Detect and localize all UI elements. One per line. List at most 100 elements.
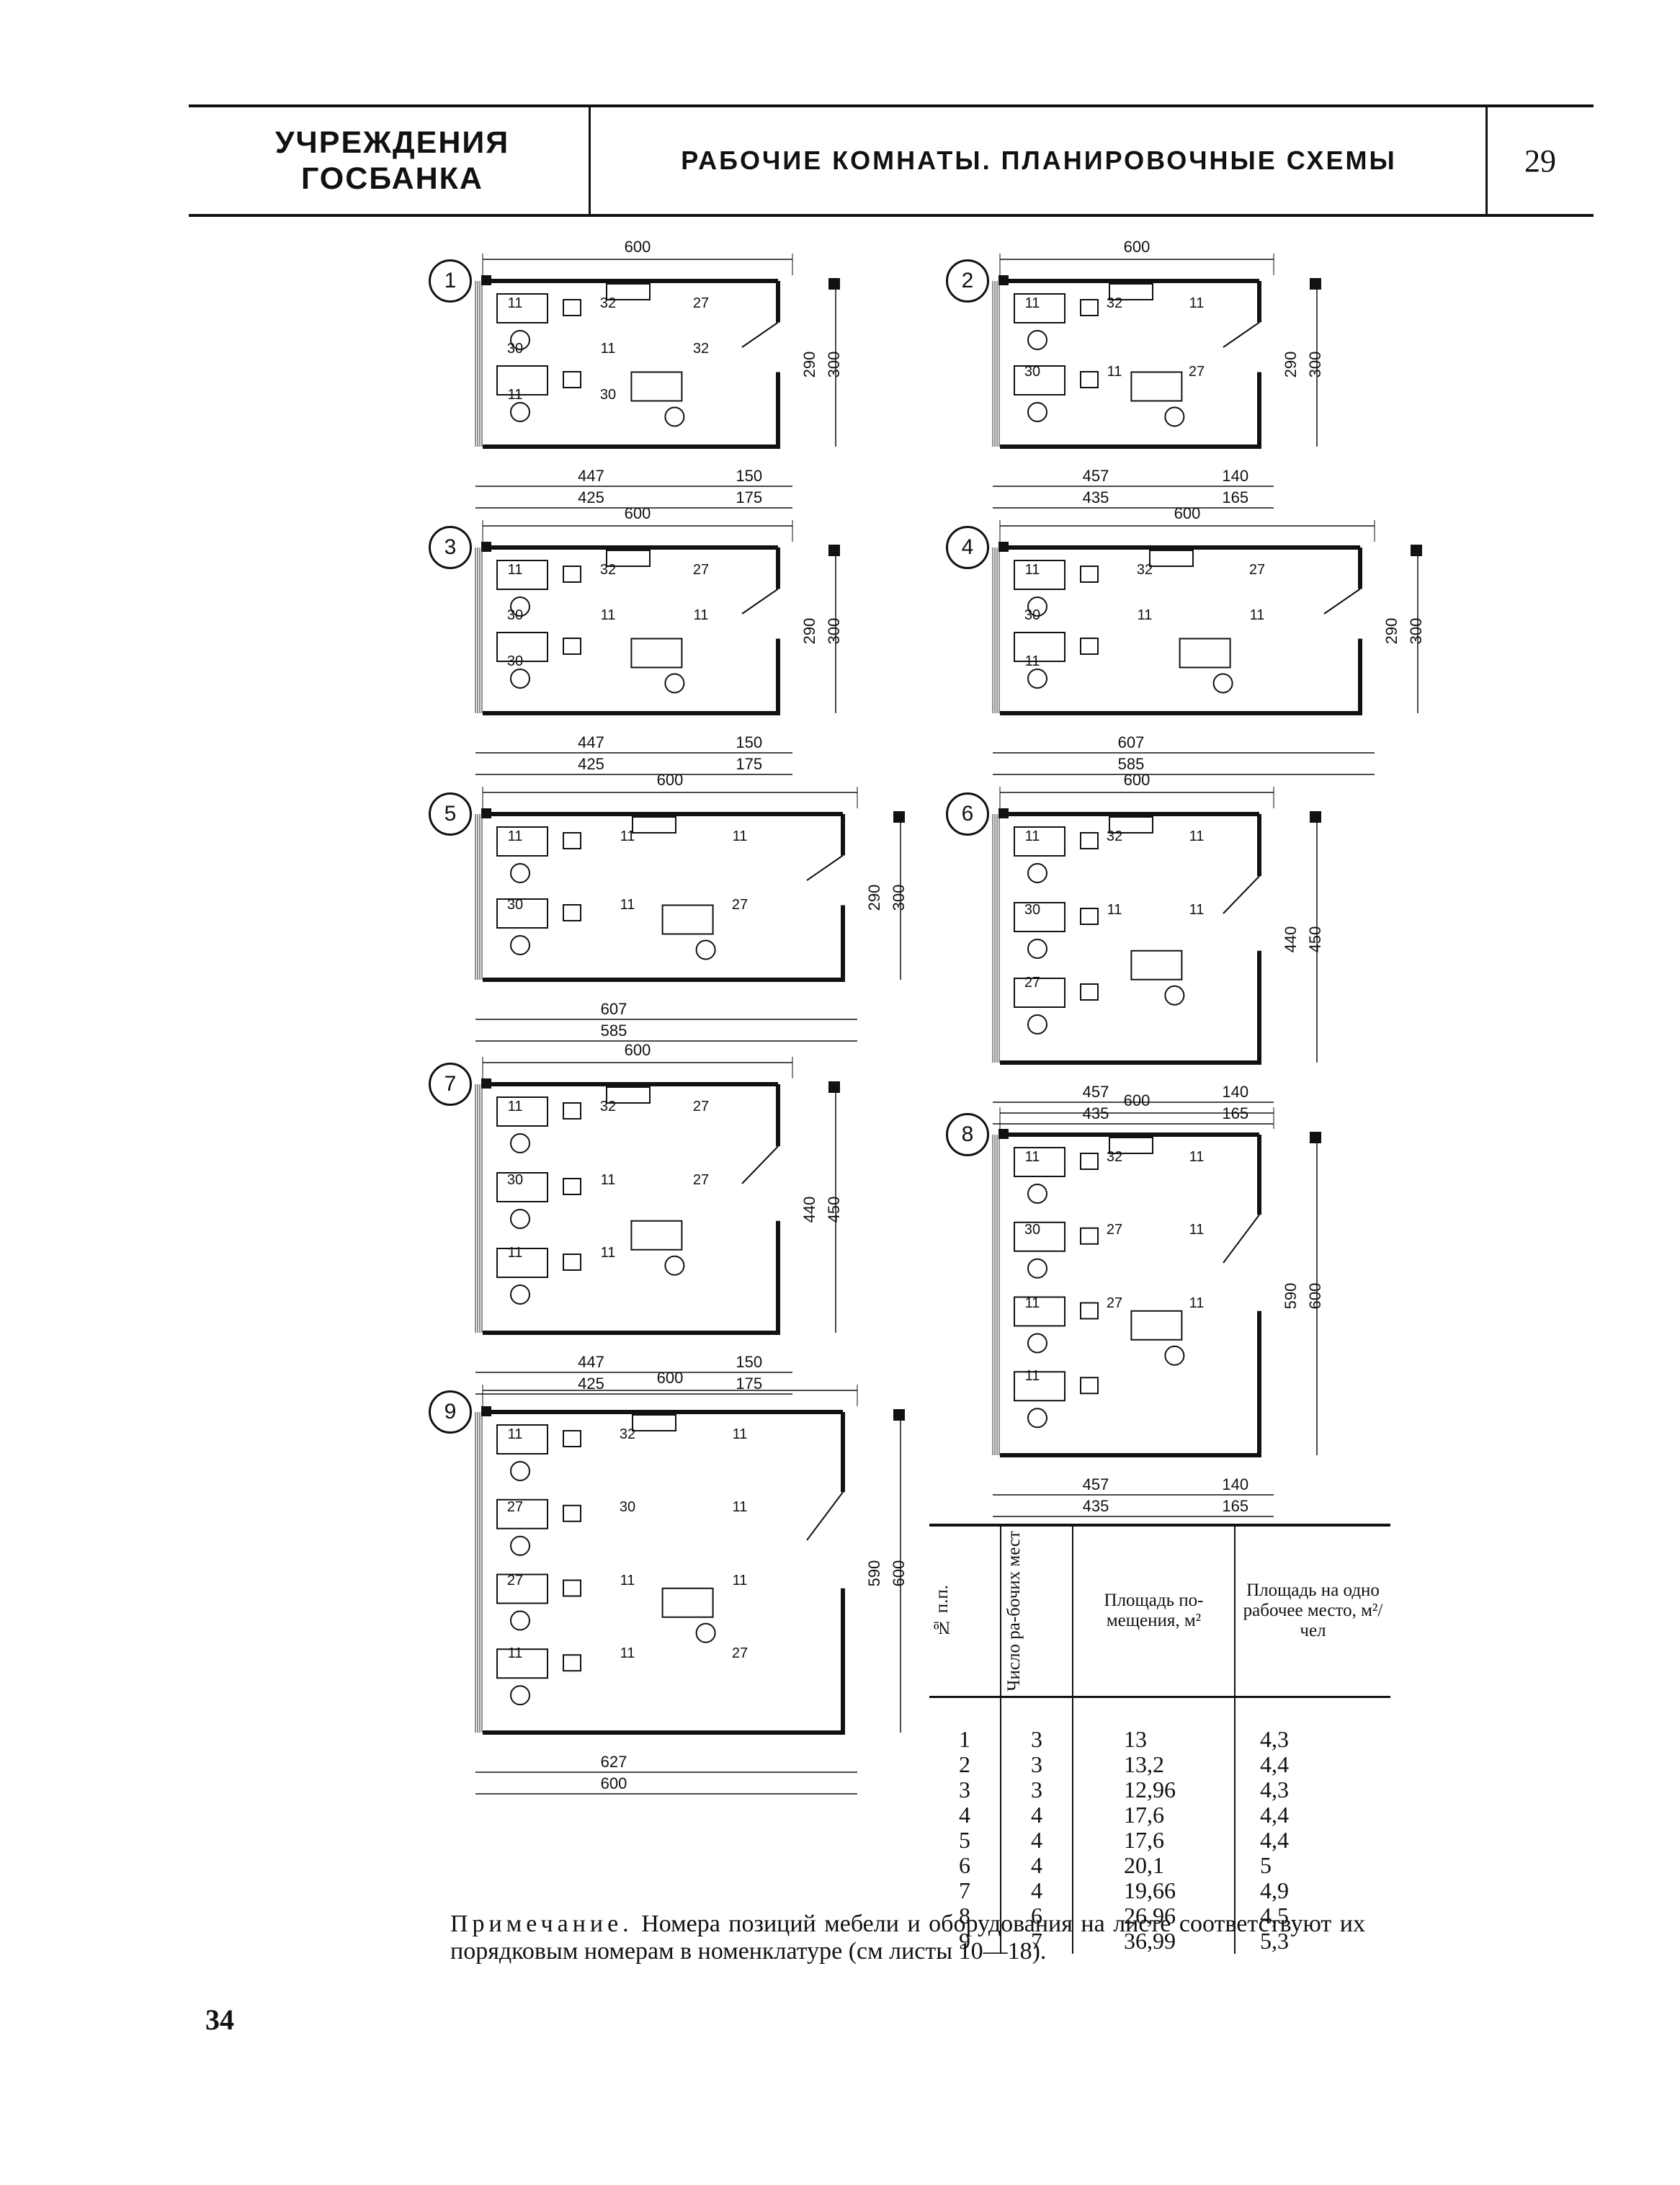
plan-number: 7 — [429, 1063, 472, 1106]
furniture-label: 27 — [1024, 975, 1041, 991]
furniture-label: 27 — [1188, 364, 1205, 380]
furniture-label: 27 — [1106, 1222, 1123, 1238]
furniture-label: 30 — [1024, 901, 1041, 918]
furniture-label: 30 — [506, 653, 524, 669]
furniture-label: 32 — [619, 1426, 636, 1442]
dimension-right-2: 165 — [1222, 488, 1249, 506]
plan-number: 1 — [429, 259, 472, 303]
furniture-label: 27 — [731, 897, 749, 913]
row-area: 12,96 — [1072, 1777, 1235, 1802]
furniture-label: 11 — [600, 607, 616, 624]
furniture-label: 11 — [620, 1645, 635, 1661]
furniture-label: 11 — [507, 1245, 523, 1261]
furniture-label: 11 — [732, 1572, 748, 1589]
plan-number: 9 — [429, 1390, 472, 1434]
dimension-right-2: 165 — [1222, 1497, 1249, 1515]
furniture-label: 11 — [1024, 1149, 1040, 1165]
area-table: № п.п. Число ра-бочих мест Площадь по-ме… — [929, 1523, 1390, 1954]
dimension-bottom-1: 607 — [600, 1000, 627, 1018]
furniture-label: 11 — [732, 1426, 748, 1442]
dimension-inner: 290 — [865, 884, 883, 911]
plan-number: 3 — [429, 526, 472, 569]
plan-number: 5 — [429, 792, 472, 836]
row-places: 3 — [1000, 1777, 1073, 1802]
furniture-label: 11 — [1189, 828, 1205, 844]
row-per-place: 4,9 — [1234, 1877, 1390, 1903]
row-places: 7 — [1000, 1928, 1073, 1954]
dimension-top: 600 — [624, 504, 651, 522]
furniture-label: 11 — [507, 828, 523, 844]
dimension-bottom-1: 447 — [578, 733, 604, 751]
furniture-label: 11 — [1189, 1295, 1205, 1311]
col-area-header: Площадь по-мещения, м² — [1072, 1523, 1235, 1698]
furniture-label: 32 — [1106, 828, 1123, 844]
dimension-right-1: 150 — [736, 1353, 763, 1371]
dimension-bottom-1: 447 — [578, 1353, 604, 1371]
row-area: 36,99 — [1072, 1928, 1235, 1954]
row-places: 3 — [1000, 1751, 1073, 1777]
furniture-label: 27 — [692, 1171, 710, 1188]
org-line-1: УЧРЕЖДЕНИЯ — [274, 125, 510, 160]
row-number: 3 — [959, 1776, 970, 1802]
dimension-inner: 440 — [1282, 926, 1300, 952]
dimension-bottom-2: 425 — [578, 755, 604, 773]
dimension-bottom-2: 585 — [600, 1022, 627, 1040]
furniture-label: 30 — [506, 607, 524, 624]
furniture-label: 11 — [600, 1171, 616, 1188]
dimension-right-1: 140 — [1222, 1475, 1249, 1493]
plan-drawing — [992, 787, 1321, 1125]
dimension-bottom-1: 457 — [1082, 1083, 1109, 1101]
furniture-label: 32 — [1136, 562, 1153, 578]
furniture-label: 11 — [1107, 901, 1122, 918]
furniture-label: 11 — [1189, 1149, 1205, 1165]
dimension-right-1: 150 — [736, 467, 763, 485]
note: Примечание. Номера позиций мебели и обор… — [450, 1911, 1365, 1965]
row-places: 3 — [1000, 1697, 1073, 1752]
furniture-label: 30 — [1024, 607, 1041, 624]
furniture-label: 11 — [507, 1099, 523, 1114]
furniture-label: 11 — [620, 828, 635, 844]
dimension-right-2: 175 — [736, 755, 763, 773]
furniture-label: 11 — [620, 1572, 635, 1589]
header-title: РАБОЧИЕ КОМНАТЫ. ПЛАНИРОВОЧНЫЕ СХЕМЫ — [681, 146, 1397, 175]
dimension-right-1: 150 — [736, 733, 763, 751]
furniture-label: 11 — [600, 1245, 616, 1261]
row-number: 7 — [959, 1877, 970, 1903]
furniture-label: 11 — [1107, 364, 1122, 380]
furniture-label: 11 — [1024, 1367, 1040, 1384]
row-per-place: 4,4 — [1234, 1827, 1390, 1853]
row-number: 6 — [959, 1851, 970, 1878]
dimension-side: 450 — [825, 1196, 843, 1223]
row-per-place: 4,5 — [1234, 1903, 1390, 1929]
furniture-label: 11 — [507, 295, 523, 311]
page-header: УЧРЕЖДЕНИЯ ГОСБАНКА РАБОЧИЕ КОМНАТЫ. ПЛА… — [189, 104, 1594, 217]
dimension-top: 600 — [1123, 1091, 1150, 1109]
dimension-side: 300 — [825, 351, 843, 378]
dimension-bottom-2: 425 — [578, 1375, 604, 1393]
plan-number: 6 — [946, 792, 989, 836]
furniture-label: 11 — [1137, 607, 1153, 624]
dimension-inner: 590 — [1282, 1282, 1300, 1309]
col-number-header: № п.п. — [929, 1523, 1001, 1698]
dimension-bottom-2: 600 — [600, 1774, 627, 1792]
furniture-label: 27 — [692, 562, 710, 578]
row-number: 5 — [959, 1826, 970, 1853]
row-per-place: 4,4 — [1234, 1802, 1390, 1828]
row-area: 13,2 — [1072, 1751, 1235, 1777]
dimension-side: 600 — [1306, 1282, 1324, 1309]
furniture-label: 32 — [1106, 295, 1123, 311]
note-label: Примечание. — [450, 1911, 633, 1937]
note-text: Номера позиций мебели и оборудования на … — [450, 1911, 1365, 1965]
row-number: 8 — [959, 1902, 970, 1929]
row-per-place: 4,4 — [1234, 1751, 1390, 1777]
furniture-label: 11 — [600, 341, 616, 357]
dimension-bottom-1: 457 — [1082, 1475, 1109, 1493]
